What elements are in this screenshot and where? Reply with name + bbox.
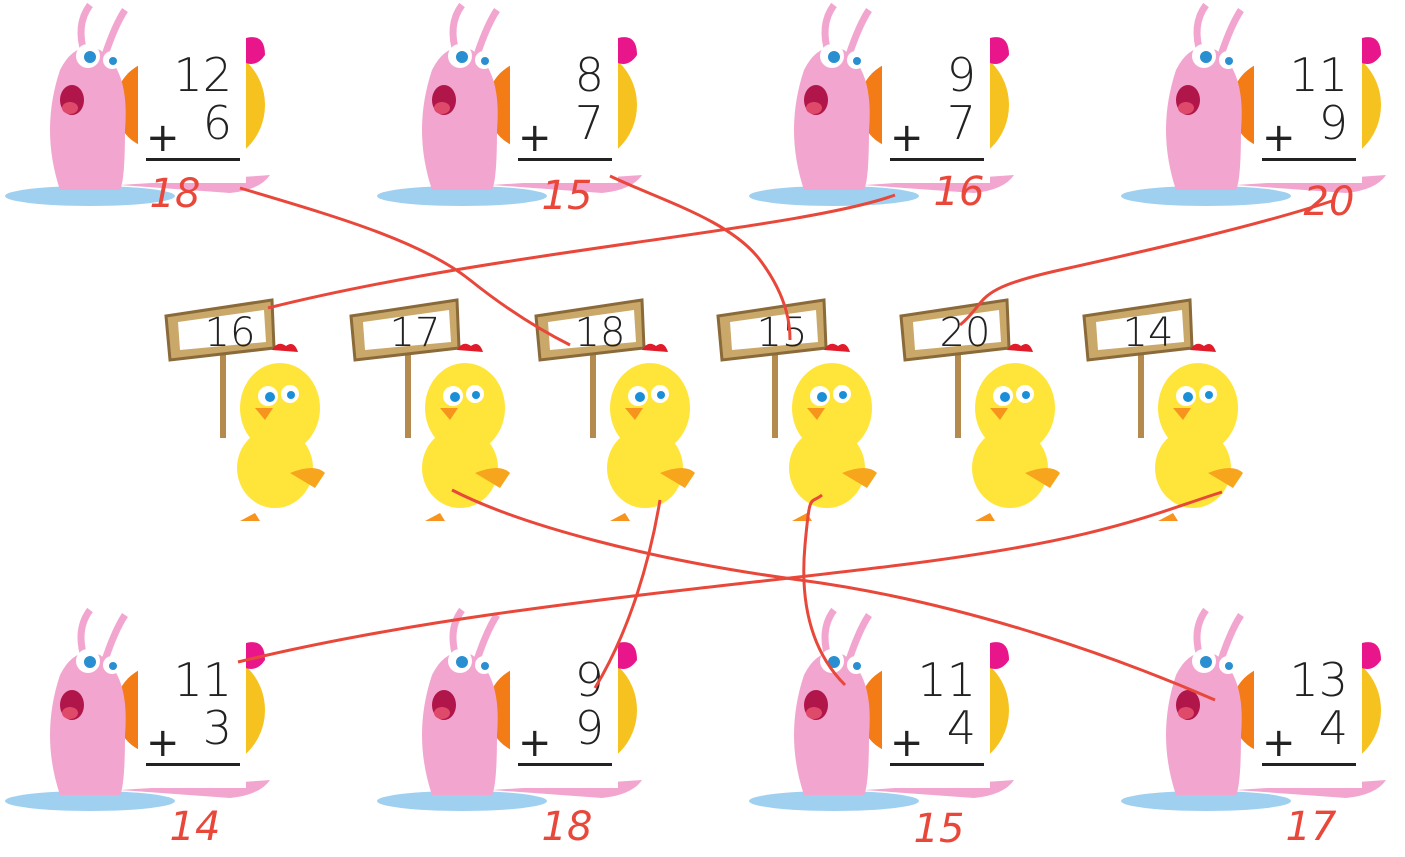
addend-bottom: 3 xyxy=(202,701,232,755)
snail-card: 9 + 9 18 xyxy=(372,605,672,849)
addend-top: 11 xyxy=(173,653,232,707)
plus-sign: + xyxy=(1262,720,1296,766)
addend-top: 9 xyxy=(574,653,604,707)
addend-top: 11 xyxy=(1289,48,1348,102)
chick-with-sign[interactable]: 15 xyxy=(712,298,892,528)
snail-card: 13 + 4 17 xyxy=(1116,605,1405,849)
sum-line xyxy=(890,158,984,161)
problem-card: 9 + 7 xyxy=(882,38,990,183)
plus-sign: + xyxy=(1262,115,1296,161)
addend-top: 11 xyxy=(917,653,976,707)
sign-number: 20 xyxy=(939,310,991,356)
problem-card: 9 + 9 xyxy=(510,643,618,788)
addend-top: 13 xyxy=(1289,653,1348,707)
addend-bottom: 6 xyxy=(202,96,232,150)
addend-top: 8 xyxy=(574,48,604,102)
handwritten-answer: 20 xyxy=(1303,179,1355,225)
snail-card: 9 + 7 16 xyxy=(744,0,1044,214)
snail-card: 11 + 4 15 xyxy=(744,605,1044,851)
plus-sign: + xyxy=(890,720,924,766)
snail-card: 11 + 3 14 xyxy=(0,605,300,849)
sum-line xyxy=(1262,763,1356,766)
plus-sign: + xyxy=(146,720,180,766)
chick-with-sign[interactable]: 18 xyxy=(530,298,710,528)
plus-sign: + xyxy=(890,115,924,161)
chick-with-sign[interactable]: 17 xyxy=(345,298,525,528)
sum-line xyxy=(518,763,612,766)
snail-card: 12 + 6 18 xyxy=(0,0,300,216)
handwritten-answer: 18 xyxy=(149,171,201,217)
addend-top: 12 xyxy=(173,48,232,102)
snail-card: 11 + 9 20 xyxy=(1116,0,1405,224)
handwritten-answer: 15 xyxy=(541,173,593,219)
chick-with-sign[interactable]: 16 xyxy=(160,298,340,528)
sign-number: 18 xyxy=(574,310,626,356)
sign-number: 17 xyxy=(389,310,441,356)
addend-bottom: 4 xyxy=(946,701,976,755)
sum-line xyxy=(146,158,240,161)
handwritten-answer: 15 xyxy=(913,806,965,852)
sum-line xyxy=(518,158,612,161)
sign-number: 15 xyxy=(756,310,808,356)
sum-line xyxy=(1262,158,1356,161)
problem-card: 12 + 6 xyxy=(138,38,246,183)
handwritten-answer: 14 xyxy=(169,804,221,850)
problem-card: 13 + 4 xyxy=(1254,643,1362,788)
addend-bottom: 7 xyxy=(574,96,604,150)
plus-sign: + xyxy=(518,720,552,766)
sum-line xyxy=(146,763,240,766)
handwritten-answer: 17 xyxy=(1285,804,1337,850)
chick-with-sign[interactable]: 14 xyxy=(1078,298,1258,528)
problem-card: 11 + 4 xyxy=(882,643,990,788)
addend-bottom: 9 xyxy=(1318,96,1348,150)
addend-top: 9 xyxy=(946,48,976,102)
sign-number: 14 xyxy=(1122,310,1174,356)
chick-icon xyxy=(716,298,877,521)
addend-bottom: 9 xyxy=(574,701,604,755)
handwritten-answer: 18 xyxy=(541,804,593,850)
plus-sign: + xyxy=(146,115,180,161)
sign-number: 16 xyxy=(204,310,256,356)
problem-card: 8 + 7 xyxy=(510,38,618,183)
plus-sign: + xyxy=(518,115,552,161)
snail-card: 8 + 7 15 xyxy=(372,0,672,218)
handwritten-answer: 16 xyxy=(933,169,985,215)
problem-card: 11 + 3 xyxy=(138,643,246,788)
problem-card: 11 + 9 xyxy=(1254,38,1362,183)
addend-bottom: 4 xyxy=(1318,701,1348,755)
addend-bottom: 7 xyxy=(946,96,976,150)
chick-with-sign[interactable]: 20 xyxy=(895,298,1075,528)
sum-line xyxy=(890,763,984,766)
